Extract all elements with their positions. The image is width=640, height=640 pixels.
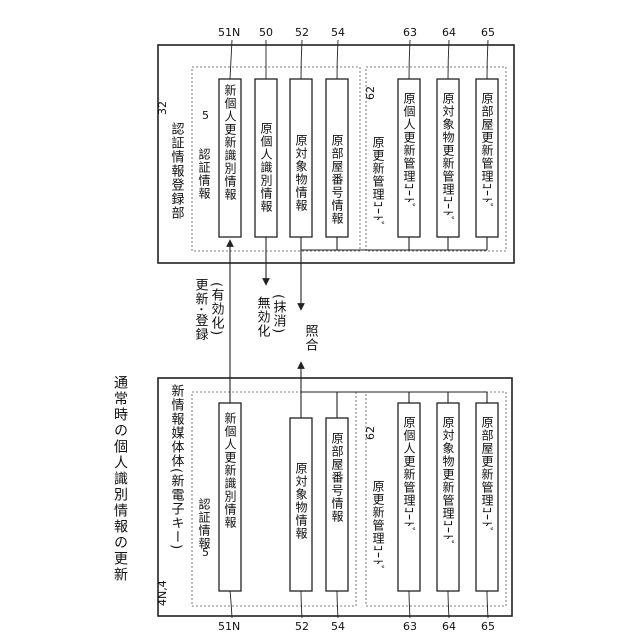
- right-auth-group-label: 認証情報: [197, 147, 211, 200]
- ref-right-51n: 51N: [218, 26, 240, 39]
- ref-left-65: 65: [481, 620, 495, 633]
- ref-right-64: 64: [442, 26, 456, 39]
- right-box-room-code-label: 原部屋更新管理ｺｰﾄﾞ: [480, 92, 494, 210]
- left-panel-ref: 4N,4: [156, 580, 169, 606]
- label-collate: 照合: [303, 324, 319, 352]
- ref-left-63: 63: [403, 620, 417, 633]
- ref-left-52: 52: [295, 620, 309, 633]
- leader-right-54: [337, 40, 338, 79]
- ref-right-54: 54: [331, 26, 345, 39]
- right-code-group-label: 原更新管理ｺｰﾄﾞ: [371, 136, 385, 228]
- leader-right-51n: [230, 40, 232, 79]
- ref-right-52: 52: [295, 26, 309, 39]
- left-box-new-personal-id-label: 新個人更新識別情報: [223, 411, 237, 529]
- right-box-room-info-label: 原部屋番号情報: [330, 134, 344, 225]
- leader-right-63: [409, 40, 410, 79]
- left-box-object-code-label: 原対象物更新管理ｺｰﾄﾞ: [441, 416, 455, 547]
- right-panel-ref: 32: [156, 101, 169, 115]
- right-box-object-code-label: 原対象物更新管理ｺｰﾄﾞ: [441, 92, 455, 223]
- left-box-room-code-label: 原部屋更新管理ｺｰﾄﾞ: [480, 416, 494, 534]
- right-box-personal-id-label: 原個人識別情報: [259, 122, 273, 213]
- right-panel-title: 認証情報登録部: [169, 121, 185, 220]
- left-auth-group-ref: 5: [202, 546, 209, 559]
- ref-left-64: 64: [442, 620, 456, 633]
- right-box-new-personal-id-label: 新個人更新識別情報: [223, 83, 237, 201]
- left-box-personal-code-label: 原個人更新管理ｺｰﾄﾞ: [402, 416, 416, 534]
- figure-title: 通常時の個人識別情報の更新: [112, 375, 128, 583]
- label-enable: (有効化): [209, 282, 225, 336]
- leader-right-52: [301, 40, 302, 79]
- ref-left-51n: 51N: [218, 620, 240, 633]
- leader-right-64: [448, 40, 449, 79]
- ref-right-63: 63: [403, 26, 417, 39]
- left-box-room-info-label: 原部屋番号情報: [330, 432, 344, 523]
- left-box-object-info-label: 原対象物情報: [294, 462, 308, 540]
- right-auth-group-ref: 5: [202, 109, 209, 122]
- right-box-personal-code-label: 原個人更新管理ｺｰﾄﾞ: [402, 92, 416, 210]
- leader-left-63: [409, 591, 410, 618]
- right-box-object-info-label: 原対象物情報: [294, 134, 308, 212]
- right-code-group-ref: 62: [364, 86, 377, 100]
- leader-left-65: [487, 591, 488, 618]
- leader-right-65: [487, 40, 488, 79]
- left-panel-title: 新情報媒体体(新電子キー): [169, 383, 185, 550]
- left-auth-group-label: 認証情報: [197, 497, 211, 550]
- left-code-group-label: 原更新管理ｺｰﾄﾞ: [371, 480, 385, 572]
- leader-left-54: [337, 591, 338, 618]
- label-erase: (抹消): [271, 294, 287, 334]
- label-update-register: 更新･登録: [193, 278, 209, 342]
- ref-left-54: 54: [331, 620, 345, 633]
- ref-right-50: 50: [259, 26, 273, 39]
- leader-left-52: [301, 591, 302, 618]
- label-invalidate: 無効化: [255, 296, 271, 338]
- left-code-group-ref: 62: [364, 426, 377, 440]
- leader-left-64: [448, 591, 449, 618]
- leader-left-51n: [230, 591, 232, 618]
- ref-right-65: 65: [481, 26, 495, 39]
